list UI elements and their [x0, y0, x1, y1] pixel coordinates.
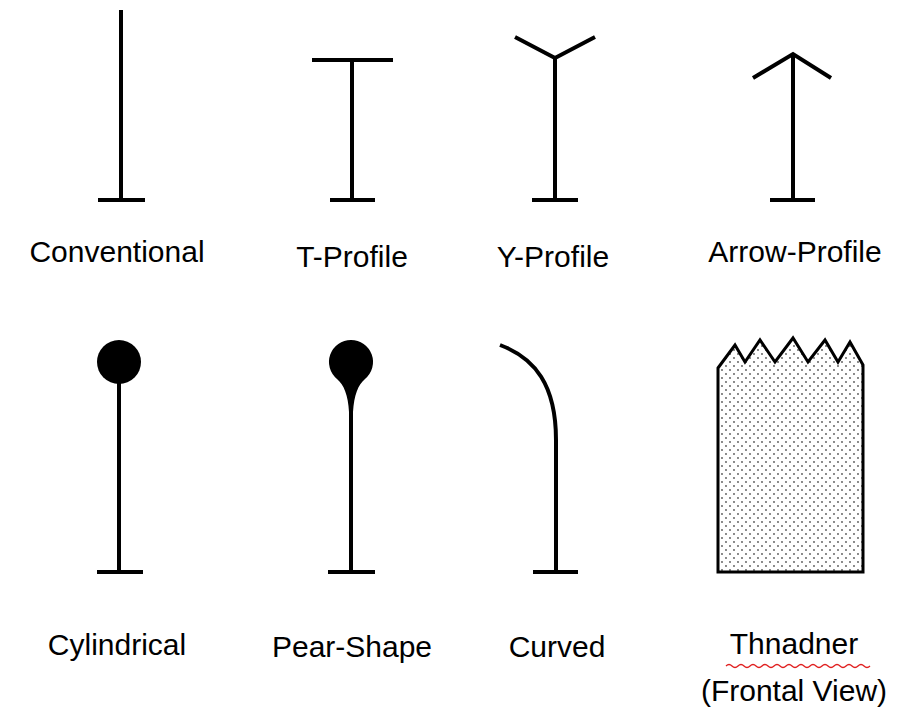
arrow-profile	[753, 54, 831, 200]
curved-profile	[500, 345, 578, 572]
profile-label: Arrow-Profile	[708, 228, 881, 275]
conventional-profile	[98, 10, 145, 200]
profile-label: Pear-Shape	[272, 623, 432, 670]
profile-label: Y-Profile	[497, 233, 609, 280]
thnadner-profile	[718, 338, 863, 572]
cylinder-head	[97, 340, 141, 384]
profile-label: T-Profile	[296, 233, 408, 280]
cylindrical-profile	[97, 370, 143, 572]
pear-head	[329, 340, 373, 412]
profile-label: Cylindrical	[48, 621, 186, 668]
t-profile	[312, 60, 393, 200]
profile-label: Conventional	[29, 228, 204, 275]
pear-profile	[328, 395, 375, 572]
profile-label: Thnadner (Frontal View)	[683, 620, 905, 710]
spellcheck-squiggle	[726, 665, 870, 668]
profile-label: Curved	[509, 623, 606, 670]
y-profile	[515, 37, 595, 200]
